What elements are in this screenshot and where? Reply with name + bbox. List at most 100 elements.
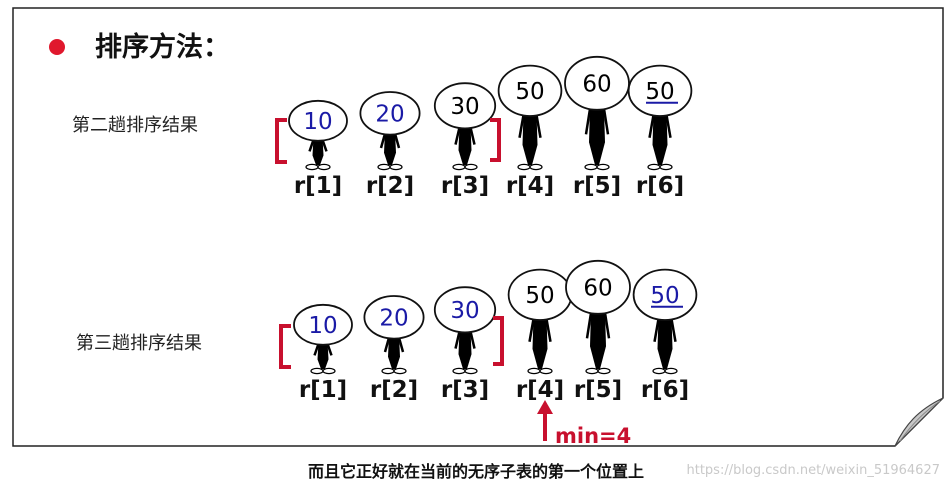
figure-arms (379, 133, 401, 149)
bracket-right-pass-3 (493, 316, 504, 366)
index-label: r[3] (441, 377, 489, 403)
value-bubble (359, 91, 421, 136)
bracket-left-pass-2 (275, 118, 287, 164)
value-bubble (293, 303, 353, 346)
index-label: r[6] (641, 377, 689, 403)
figure-shoe (517, 163, 531, 171)
figure-body (312, 137, 324, 165)
min-pointer-label: min=4 (555, 424, 631, 448)
index-label: r[5] (574, 377, 622, 403)
slide-caption: 而且它正好就在当前的无序子表的第一个位置上 (308, 462, 644, 481)
value-bubble (363, 295, 425, 340)
figure-shoe (464, 367, 478, 375)
value-bubble (497, 64, 563, 117)
page-curl (894, 397, 944, 447)
person-figure: 20 (359, 91, 421, 171)
person-figure: 20 (363, 295, 425, 375)
value-text: 60 (583, 275, 612, 301)
bullet-dot (49, 39, 65, 55)
value-text: 10 (303, 109, 332, 135)
person-figure: 30 (433, 82, 497, 171)
value-bubble (433, 82, 497, 130)
figure-shoe (322, 367, 336, 375)
slide-heading: 排序方法： (95, 31, 230, 63)
value-text: 50 (515, 79, 544, 105)
figure-shoe (647, 163, 661, 171)
index-label: r[1] (299, 377, 347, 403)
figure-shoe (310, 367, 324, 375)
person-figure: 30 (433, 286, 497, 375)
figure-shoe (596, 163, 610, 171)
value-text: 10 (308, 313, 337, 339)
figure-arms (648, 114, 672, 138)
figure-shoe (317, 163, 331, 171)
figure-shoe (464, 163, 478, 171)
figure-arms (585, 312, 611, 339)
row-pass-2: 10r[1]20r[2]30r[3]50r[4]60r[5]50r[6] (288, 55, 693, 199)
row-pass-3: 10 r[1] 20 r[2] 30 r[3] 50 r[4] 60 r[5] 50 r[6] (293, 259, 698, 403)
value-text: 50 (650, 283, 679, 309)
person-figure: 50 (627, 64, 693, 171)
person-figure: 60 (565, 259, 631, 375)
figure-body (458, 125, 472, 165)
person-figure: 60 (564, 55, 630, 171)
figure-shoe (389, 163, 403, 171)
figure-arms (383, 337, 405, 353)
figure-body (589, 106, 605, 165)
figure-arms (653, 318, 677, 342)
value-text: 30 (450, 94, 479, 120)
figure-shoe (597, 367, 611, 375)
figure-body (652, 113, 668, 165)
figure-arms (584, 108, 610, 135)
figure-arms (518, 114, 542, 138)
figure-shoe (393, 367, 407, 375)
value-text: 20 (379, 305, 408, 331)
figure-arms (313, 343, 333, 356)
figure-shoe (585, 367, 599, 375)
figure-shoe (659, 163, 673, 171)
figure-shoe (381, 367, 395, 375)
value-text: 30 (450, 298, 479, 324)
index-label: r[2] (370, 377, 418, 403)
value-text: 60 (582, 71, 611, 97)
figure-body (657, 317, 673, 369)
index-label: r[2] (366, 173, 414, 199)
row-label-pass-3: 第三趟排序结果 (76, 333, 202, 354)
figure-body (590, 310, 606, 369)
index-label: r[5] (573, 173, 621, 199)
index-label: r[3] (441, 173, 489, 199)
index-label: r[4] (506, 173, 554, 199)
figure-body (388, 335, 400, 369)
bracket-right-pass-2 (490, 118, 501, 162)
figure-body (384, 131, 396, 165)
value-text: 50 (525, 283, 554, 309)
row-label-pass-2: 第二趟排序结果 (72, 115, 198, 136)
person-figure: 50 (497, 64, 563, 171)
person-figure: 10 (293, 303, 353, 375)
figure-body (522, 113, 538, 165)
figure-body (532, 317, 548, 369)
index-label: r[4] (516, 377, 564, 403)
figure-arms (454, 127, 476, 145)
figure-shoe (305, 163, 319, 171)
figure-arms (528, 318, 552, 342)
index-label: r[6] (636, 173, 684, 199)
value-text: 20 (375, 101, 404, 127)
figure-shoe (664, 367, 678, 375)
person-figure: 50 (632, 268, 698, 375)
value-bubble (433, 286, 497, 334)
min-pointer-arrowhead (537, 400, 553, 414)
figure-body (458, 329, 472, 369)
figure-arms (454, 331, 476, 349)
figure-shoe (527, 367, 541, 375)
value-bubble (288, 99, 348, 142)
value-bubble (565, 259, 631, 315)
figure-shoe (652, 367, 666, 375)
figure-shoe (584, 163, 598, 171)
figure-body (317, 341, 329, 369)
figure-shoe (452, 163, 466, 171)
watermark-text: https://blog.csdn.net/weixin_51964627 (686, 463, 940, 478)
person-figure: 10 (288, 99, 348, 171)
page-curl-shadow (899, 400, 941, 442)
